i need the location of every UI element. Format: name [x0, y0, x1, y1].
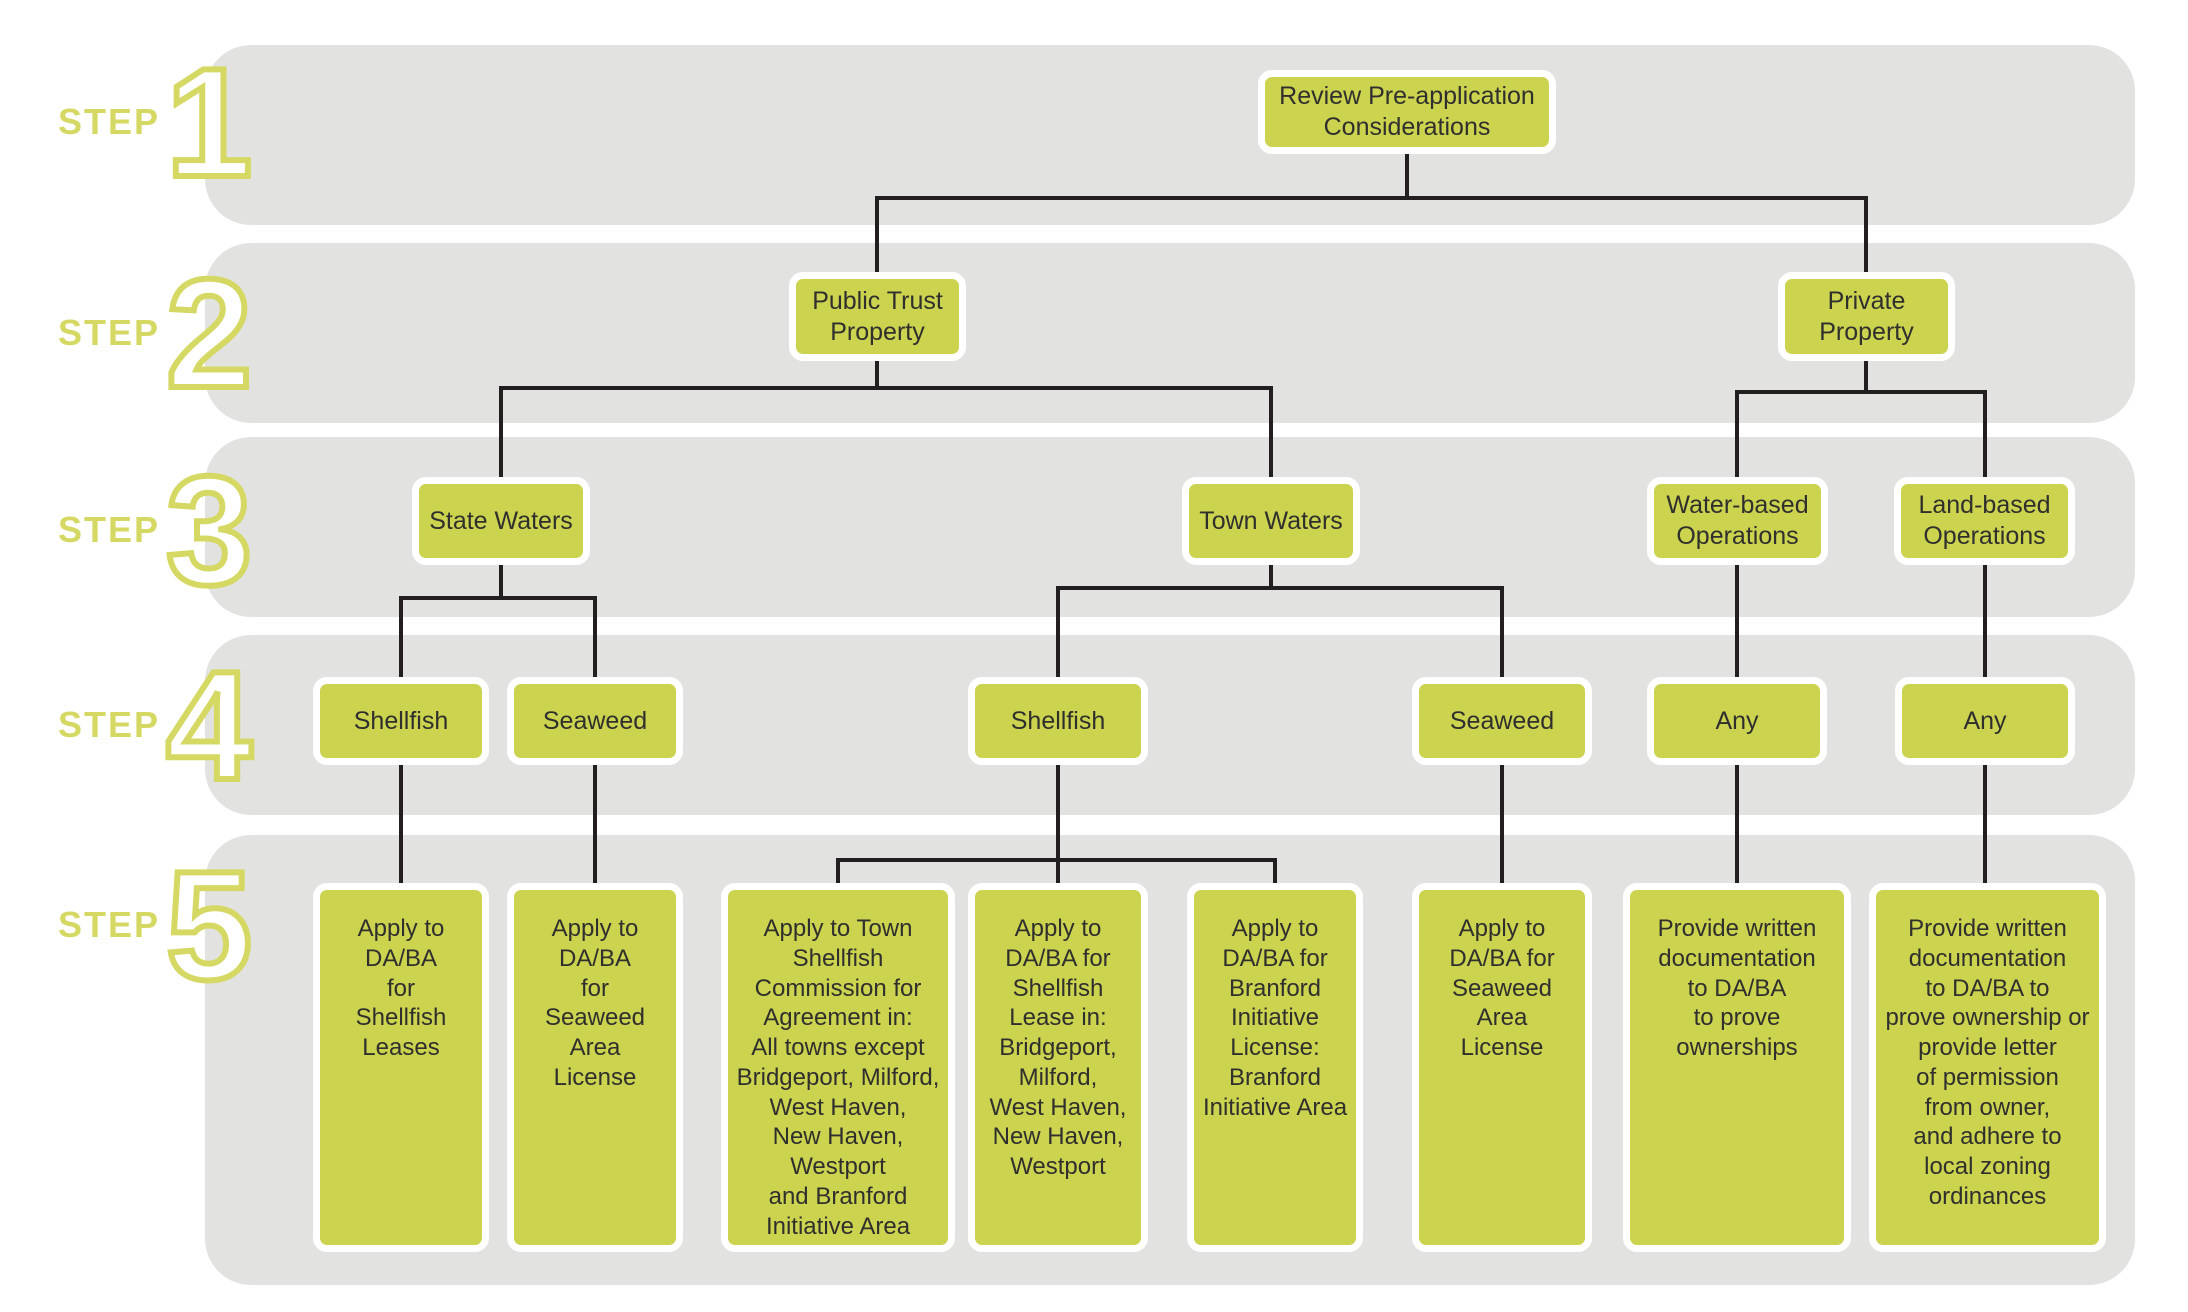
step3-number: 3	[163, 443, 255, 617]
connector	[1864, 196, 1868, 274]
node-apply-shellfish-lease-towns: Apply to DA/BA for Shellfish Lease in: B…	[968, 883, 1148, 1252]
connector	[836, 858, 1277, 862]
node-seaweed-state: Seaweed	[507, 677, 683, 765]
connector	[836, 858, 840, 886]
step4-band	[205, 635, 2135, 815]
connector	[399, 762, 403, 884]
connector	[875, 196, 1868, 200]
connector	[1864, 358, 1868, 392]
node-shellfish-town: Shellfish	[968, 677, 1148, 765]
connector	[1983, 562, 1987, 682]
step2-number: 2	[163, 246, 255, 420]
connector	[875, 196, 879, 274]
node-provide-documentation-ownership: Provide written documentation to DA/BA t…	[1623, 883, 1851, 1252]
connector	[1056, 586, 1504, 590]
step5-word: STEP	[58, 904, 161, 945]
connector	[1735, 390, 1739, 480]
connector	[399, 596, 403, 682]
connector	[1735, 390, 1987, 394]
connector	[1983, 762, 1987, 884]
connector	[1735, 562, 1739, 682]
connector	[1405, 150, 1409, 200]
node-shellfish-state: Shellfish	[313, 677, 489, 765]
step2-label: STEP 2	[58, 248, 318, 418]
node-apply-town-shellfish-commission: Apply to Town Shellfish Commission for A…	[721, 883, 955, 1252]
step5-number: 5	[163, 838, 255, 1012]
connector	[875, 358, 879, 390]
connector	[499, 386, 1273, 390]
connector	[1056, 586, 1060, 682]
node-state-waters: State Waters	[412, 477, 590, 565]
connector	[1269, 562, 1273, 590]
connector	[593, 762, 597, 884]
connector	[1735, 762, 1739, 884]
connector	[1273, 858, 1277, 886]
node-any-land-based: Any	[1895, 677, 2075, 765]
node-public-trust-property: Public Trust Property	[789, 272, 966, 361]
connector	[1269, 386, 1273, 481]
node-private-property: Private Property	[1778, 272, 1955, 361]
step3-label: STEP 3	[58, 445, 318, 615]
step3-word: STEP	[58, 509, 161, 550]
step2-word: STEP	[58, 312, 161, 353]
node-apply-branford-initiative-license: Apply to DA/BA for Branford Initiative L…	[1187, 883, 1363, 1252]
connector	[1056, 762, 1060, 884]
node-review-preapplication: Review Pre-application Considerations	[1258, 70, 1556, 154]
node-apply-seaweed-area-license-state: Apply to DA/BA for Seaweed Area License	[507, 883, 683, 1252]
step5-label: STEP 5	[58, 840, 318, 1010]
node-seaweed-town: Seaweed	[1412, 677, 1592, 765]
node-apply-shellfish-leases: Apply to DA/BA for Shellfish Leases	[313, 883, 489, 1252]
node-apply-seaweed-area-license-town: Apply to DA/BA for Seaweed Area License	[1412, 883, 1592, 1252]
node-land-based-operations: Land-based Operations	[1894, 477, 2075, 565]
connector	[399, 596, 597, 600]
step1-word: STEP	[58, 101, 161, 142]
connector	[499, 386, 503, 481]
connector	[1500, 762, 1504, 884]
step4-label: STEP 4	[58, 640, 318, 810]
connector	[1983, 390, 1987, 480]
node-provide-documentation-ownership-or-permission: Provide written documentation to DA/BA t…	[1869, 883, 2106, 1252]
connector	[593, 596, 597, 682]
connector	[1500, 586, 1504, 682]
node-water-based-operations: Water-based Operations	[1647, 477, 1828, 565]
connector	[499, 562, 503, 600]
step1-band	[205, 45, 2135, 225]
step4-word: STEP	[58, 704, 161, 745]
step4-number: 4	[163, 638, 255, 812]
node-any-water-based: Any	[1647, 677, 1827, 765]
step1-label: STEP 1	[58, 37, 318, 207]
step1-number: 1	[163, 35, 255, 209]
node-town-waters: Town Waters	[1182, 477, 1360, 565]
